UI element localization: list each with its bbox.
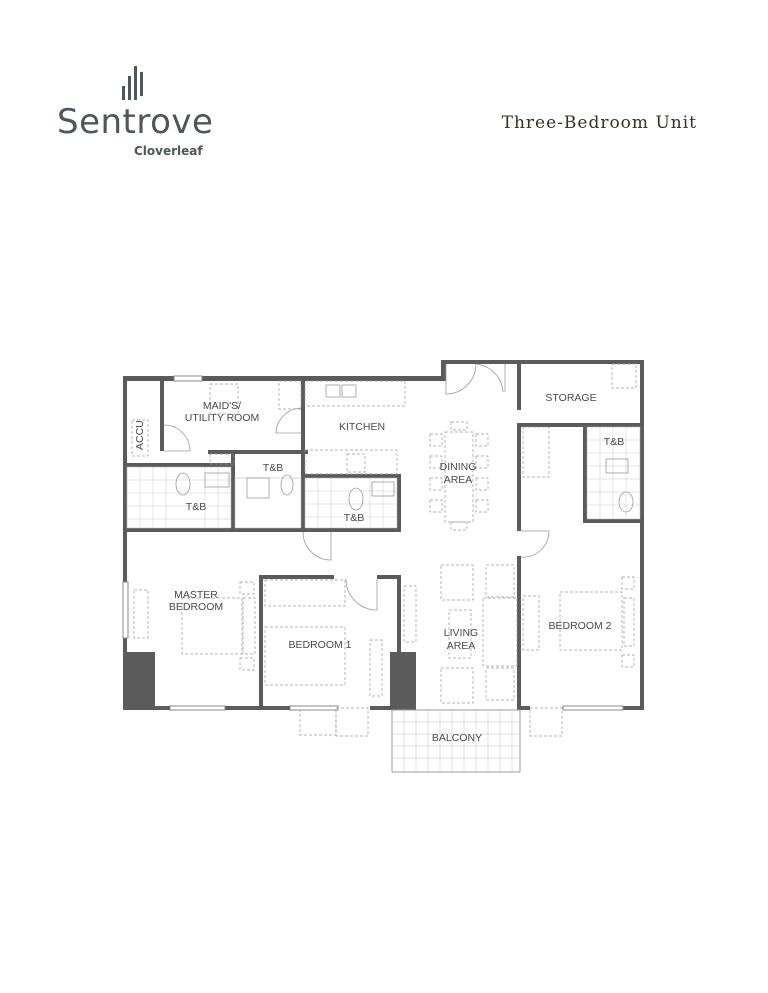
label-storage: STORAGE <box>545 392 596 404</box>
label-master-2: BEDROOM <box>169 601 223 613</box>
label-balcony: BALCONY <box>432 732 482 744</box>
label-kitchen: KITCHEN <box>339 421 385 433</box>
label-maids-1: MAID'S/ <box>203 400 241 412</box>
label-dining-2: AREA <box>444 474 473 486</box>
label-tb-maid: T&B <box>263 462 283 474</box>
balcony-grid <box>392 710 520 772</box>
furniture <box>131 363 637 737</box>
label-living-1: LIVING <box>444 627 478 639</box>
brand-logo: Sentrove Cloverleaf <box>52 62 214 162</box>
bath-tile-lines <box>127 427 640 528</box>
outer-walls <box>123 360 644 710</box>
label-tb-bedroom2: T&B <box>604 436 624 448</box>
label-tb-master: T&B <box>186 501 206 513</box>
interior-walls <box>123 360 644 710</box>
brand-name: Sentrove <box>57 102 214 142</box>
label-accu: ACCU <box>134 420 146 450</box>
room-labels: MAID'S/ UTILITY ROOM KITCHEN DINING AREA… <box>134 392 624 744</box>
label-bedroom2: BEDROOM 2 <box>548 620 611 632</box>
unit-title: Three-Bedroom Unit <box>501 113 697 133</box>
door-swings <box>163 363 550 611</box>
label-bedroom1: BEDROOM 1 <box>288 639 351 651</box>
logo-mark-icon <box>122 66 143 100</box>
label-maids-2: UTILITY ROOM <box>185 412 259 424</box>
label-living-2: AREA <box>447 640 476 652</box>
label-dining-1: DINING <box>440 461 477 473</box>
label-master-1: MASTER <box>174 589 218 601</box>
label-tb-bedroom1: T&B <box>344 512 364 524</box>
brand-subname: Cloverleaf <box>134 144 203 158</box>
